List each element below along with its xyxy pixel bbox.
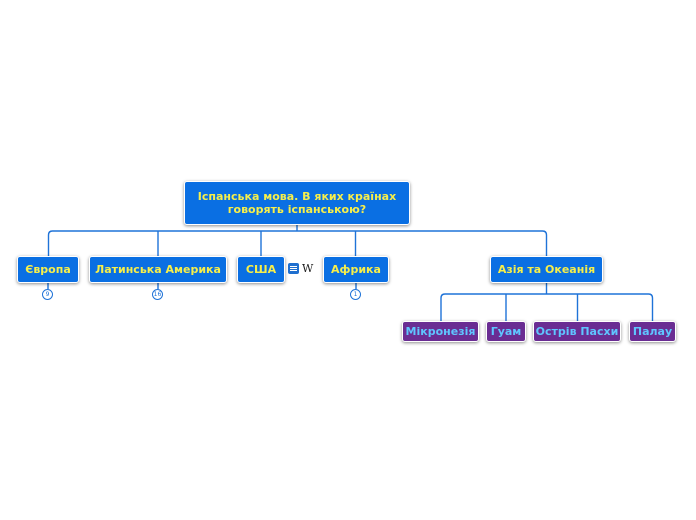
collapsed-count-badge[interactable]: 1 xyxy=(350,289,361,300)
branch-label: Африка xyxy=(331,263,381,276)
topic-label: Мікронезія xyxy=(405,325,476,338)
root-topic[interactable]: Іспанська мова. В яких країнах говорять … xyxy=(184,181,410,225)
root-topic-label: Іспанська мова. В яких країнах говорять … xyxy=(197,190,397,216)
connector-level2-bus xyxy=(440,293,654,322)
branch-usa[interactable]: США xyxy=(237,256,285,283)
branch-africa[interactable]: Африка xyxy=(323,256,389,283)
branch-europe[interactable]: Європа xyxy=(17,256,79,283)
topic-guam[interactable]: Гуам xyxy=(486,321,526,342)
collapsed-count-badge[interactable]: 9 xyxy=(42,289,53,300)
branch-asia-oceania[interactable]: Азія та Океанія xyxy=(490,256,603,283)
branch-latin-america[interactable]: Латинська Америка xyxy=(89,256,227,283)
note-icon[interactable] xyxy=(288,263,299,274)
topic-label: Острів Пасхи xyxy=(535,325,619,338)
topic-easter-island[interactable]: Острів Пасхи xyxy=(533,321,621,342)
collapsed-count-badge[interactable]: 16 xyxy=(152,289,163,300)
connector-level1-bus xyxy=(47,230,548,258)
branch-label: США xyxy=(245,263,277,276)
branch-label: Азія та Океанія xyxy=(497,263,596,276)
branch-label: Європа xyxy=(25,263,71,276)
topic-label: Палау xyxy=(632,325,673,338)
topic-micronesia[interactable]: Мікронезія xyxy=(402,321,479,342)
branch-label: Латинська Америка xyxy=(95,263,221,276)
topic-label: Гуам xyxy=(490,325,522,338)
wikipedia-icon[interactable]: W xyxy=(302,262,314,275)
topic-palau[interactable]: Палау xyxy=(629,321,676,342)
